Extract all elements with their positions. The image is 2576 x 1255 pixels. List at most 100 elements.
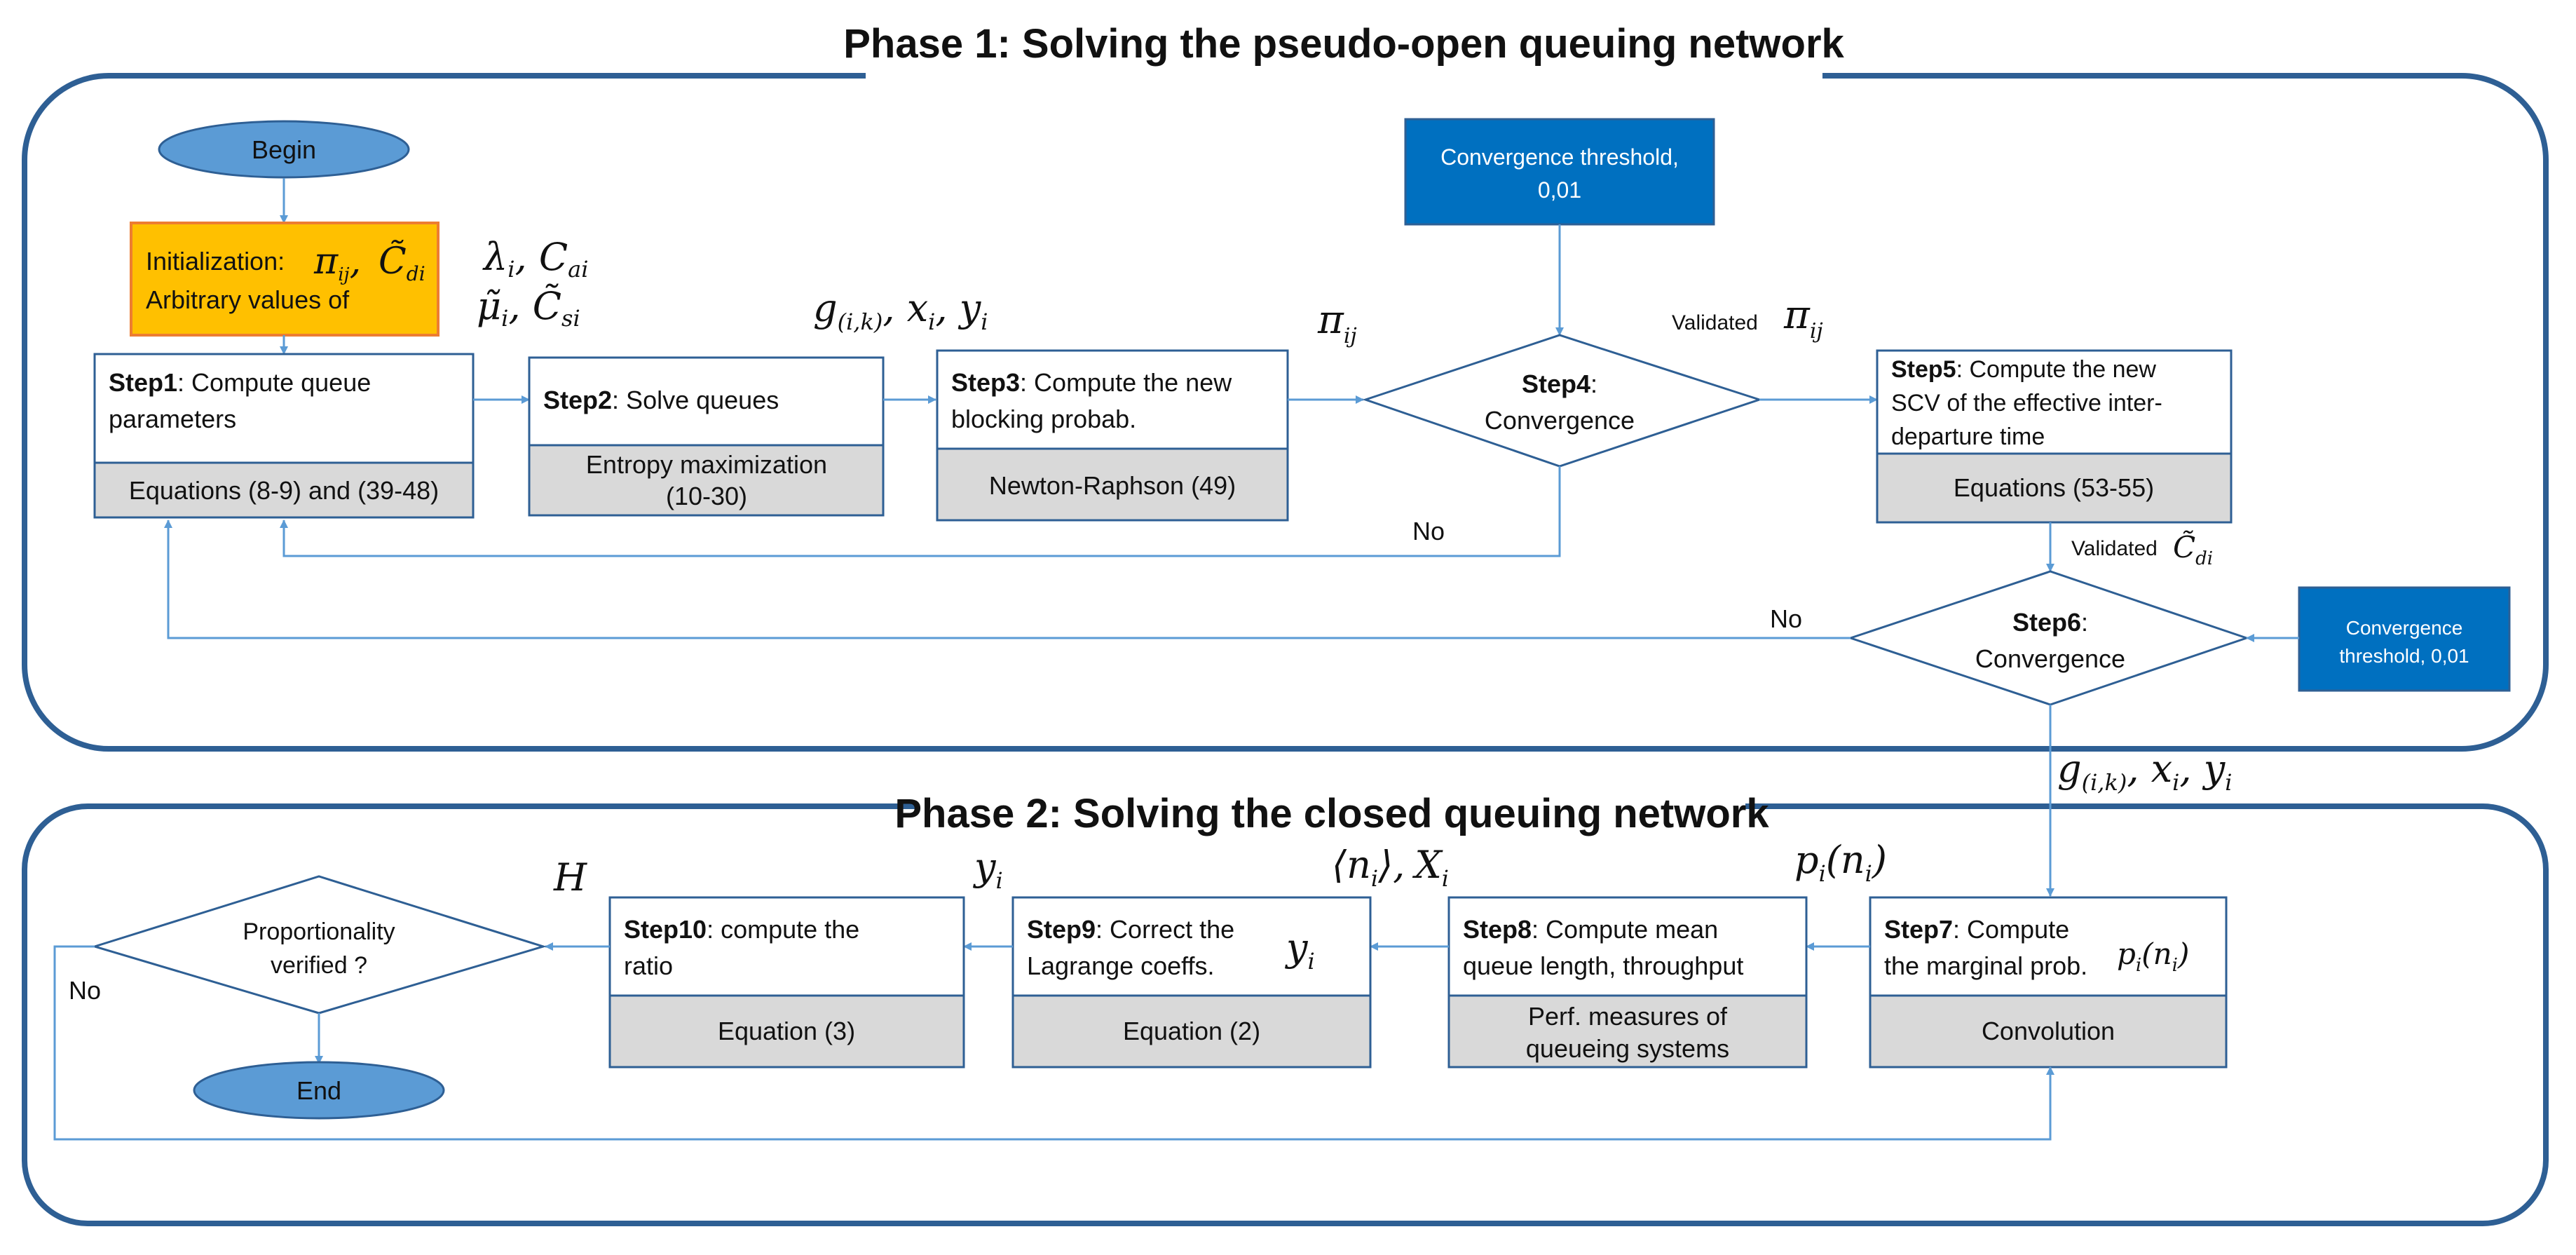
- step8-footer-1: Perf. measures of: [1528, 1002, 1728, 1031]
- svg-text:Step1: Compute queue: Step1: Compute queue: [109, 368, 371, 397]
- svg-text:λi, Cai: λi, Cai: [482, 235, 588, 283]
- init-c-sub: di: [407, 262, 425, 285]
- proportionality-diamond: [90, 875, 547, 1015]
- step5-footer: Equations (53-55): [1954, 473, 2154, 502]
- step9-title: Step9: [1027, 915, 1096, 944]
- p-label-step7: p: [2117, 937, 2136, 971]
- svg-text:πij: πij: [1317, 297, 1357, 348]
- step4-no-label: No: [1412, 517, 1445, 545]
- phase2-title: Phase 2: Solving the closed queuing netw…: [894, 791, 1769, 836]
- step8-footer-2: queueing systems: [1526, 1034, 1729, 1063]
- svg-text:g(i,k), xi, yi: g(i,k), xi, yi: [2057, 747, 2232, 796]
- step6-text: Convergence: [1975, 644, 2125, 673]
- step2-box: Step2: Solve queues Entropy maximization…: [528, 356, 885, 517]
- step6-diamond: [1847, 570, 2250, 706]
- lambda-label: λ: [482, 235, 507, 279]
- svg-text:Step5: Compute the new: Step5: Compute the new: [1891, 356, 2156, 383]
- begin-label: Begin: [252, 135, 316, 164]
- decision-line1: Proportionality: [243, 918, 395, 945]
- svg-text:yi: yi: [973, 845, 1003, 894]
- step10-text: ratio: [624, 951, 673, 980]
- step10-box: Step10: compute the ratio Equation (3): [608, 896, 965, 1069]
- step10-footer: Equation (3): [718, 1017, 855, 1045]
- init-line2: Arbitrary values of: [146, 285, 350, 314]
- phase1-title: Phase 1: Solving the pseudo-open queuing…: [843, 21, 1844, 67]
- step4-diamond: [1362, 334, 1763, 468]
- step1-box: Step1: Compute queue parameters Equation…: [93, 353, 475, 519]
- end-node: [193, 1061, 445, 1120]
- threshold2-line1: Convergence: [2346, 617, 2463, 639]
- step3-text: blocking probab.: [951, 405, 1136, 433]
- step8-box: Step8: Compute mean queue length, throug…: [1447, 896, 1808, 1069]
- pi-label: π: [1317, 297, 1344, 343]
- step1-text: parameters: [109, 405, 236, 433]
- svg-text:⟨ni⟩,Xi: ⟨ni⟩,Xi: [1332, 843, 1449, 892]
- step5-text-2: SCV of the effective inter-: [1891, 390, 2162, 416]
- step9-footer: Equation (2): [1123, 1017, 1260, 1045]
- y-label: y: [973, 845, 997, 889]
- step2-footer-1: Entropy maximization: [586, 450, 827, 479]
- step2-title: Step2: [543, 386, 612, 414]
- init-pi: π: [313, 240, 339, 283]
- svg-text:Step9: Correct the: Step9: Correct the: [1027, 915, 1234, 944]
- c-si-label: C̃: [533, 283, 561, 328]
- step4-title: Step4: [1522, 369, 1590, 398]
- g-ik-label: g: [813, 286, 838, 330]
- svg-text:pi(ni): pi(ni): [2117, 937, 2189, 976]
- step3-box: Step3: Compute the new blocking probab. …: [936, 349, 1289, 522]
- step1-footer: Equations (8-9) and (39-48): [129, 476, 439, 505]
- step3-title: Step3: [951, 368, 1020, 397]
- initialization-box: [130, 222, 439, 337]
- validated-pi-label: Validated: [1672, 311, 1758, 334]
- step8-title: Step8: [1463, 915, 1532, 944]
- c-ai-label: C: [539, 235, 568, 279]
- svg-text:Step7: Compute: Step7: Compute: [1884, 915, 2069, 944]
- svg-text:πij,: πij,: [313, 240, 361, 285]
- convergence-threshold-box-2: [2298, 586, 2511, 692]
- p-label: p: [1794, 838, 1819, 882]
- step9-text: Lagrange coeffs.: [1027, 951, 1215, 980]
- svg-text:Step3: Compute the new: Step3: Compute the new: [951, 368, 1232, 397]
- step1-title: Step1: [109, 368, 177, 397]
- X-label: X: [1412, 843, 1443, 887]
- svg-text:μ̃i, C̃si: μ̃i, C̃si: [477, 283, 580, 332]
- step3-footer: Newton-Raphson (49): [989, 471, 1236, 500]
- svg-text:πij: πij: [1783, 292, 1823, 344]
- svg-text:Step2: Solve queues: Step2: Solve queues: [543, 386, 779, 414]
- step7-text: the marginal prob.: [1884, 951, 2087, 980]
- svg-text:Step4:: Step4:: [1522, 369, 1597, 398]
- step4-text: Convergence: [1485, 406, 1635, 435]
- ni-label: ⟨n: [1332, 843, 1371, 887]
- step5-box: Step5: Compute the new SCV of the effect…: [1876, 349, 2233, 524]
- mu-label: μ̃: [477, 284, 501, 328]
- step2-footer-2: (10-30): [666, 482, 747, 510]
- step6-no-label: No: [1770, 604, 1802, 633]
- y-label-step9: y: [1285, 925, 1309, 970]
- svg-text:yi: yi: [1285, 925, 1315, 975]
- step8-text: queue length, throughput: [1463, 951, 1743, 980]
- step7-box: Step7: Compute the marginal prob. Convol…: [1869, 896, 2228, 1069]
- svg-text:g(i,k), xi, yi: g(i,k), xi, yi: [813, 286, 988, 335]
- convergence-threshold-box-1: [1404, 118, 1715, 226]
- begin-node: [158, 120, 410, 179]
- step7-footer: Convolution: [1982, 1017, 2115, 1045]
- step10-title: Step10: [624, 915, 707, 944]
- svg-text:C̃di: C̃di: [379, 240, 425, 285]
- step7-title: Step7: [1884, 915, 1953, 944]
- svg-text:Step10: compute the: Step10: compute the: [624, 915, 859, 944]
- svg-text:C̃di: C̃di: [2173, 529, 2213, 569]
- step5-text-3: departure time: [1891, 423, 2045, 450]
- svg-text:Step8: Compute mean: Step8: Compute mean: [1463, 915, 1718, 944]
- end-label: End: [297, 1076, 341, 1105]
- decision-line2: verified ?: [271, 952, 367, 979]
- decision-no-label: No: [69, 976, 101, 1005]
- init-pi-sub: ij: [338, 264, 349, 285]
- g-ik-label-2: g: [2057, 747, 2082, 791]
- threshold1-line2: 0,01: [1538, 177, 1581, 203]
- threshold1-line1: Convergence threshold,: [1440, 144, 1679, 170]
- H-label: H: [553, 855, 587, 900]
- step5-title: Step5: [1891, 356, 1956, 383]
- svg-text:pi(ni): pi(ni): [1794, 838, 1887, 887]
- step9-box: Step9: Correct the Lagrange coeffs. Equa…: [1011, 896, 1372, 1069]
